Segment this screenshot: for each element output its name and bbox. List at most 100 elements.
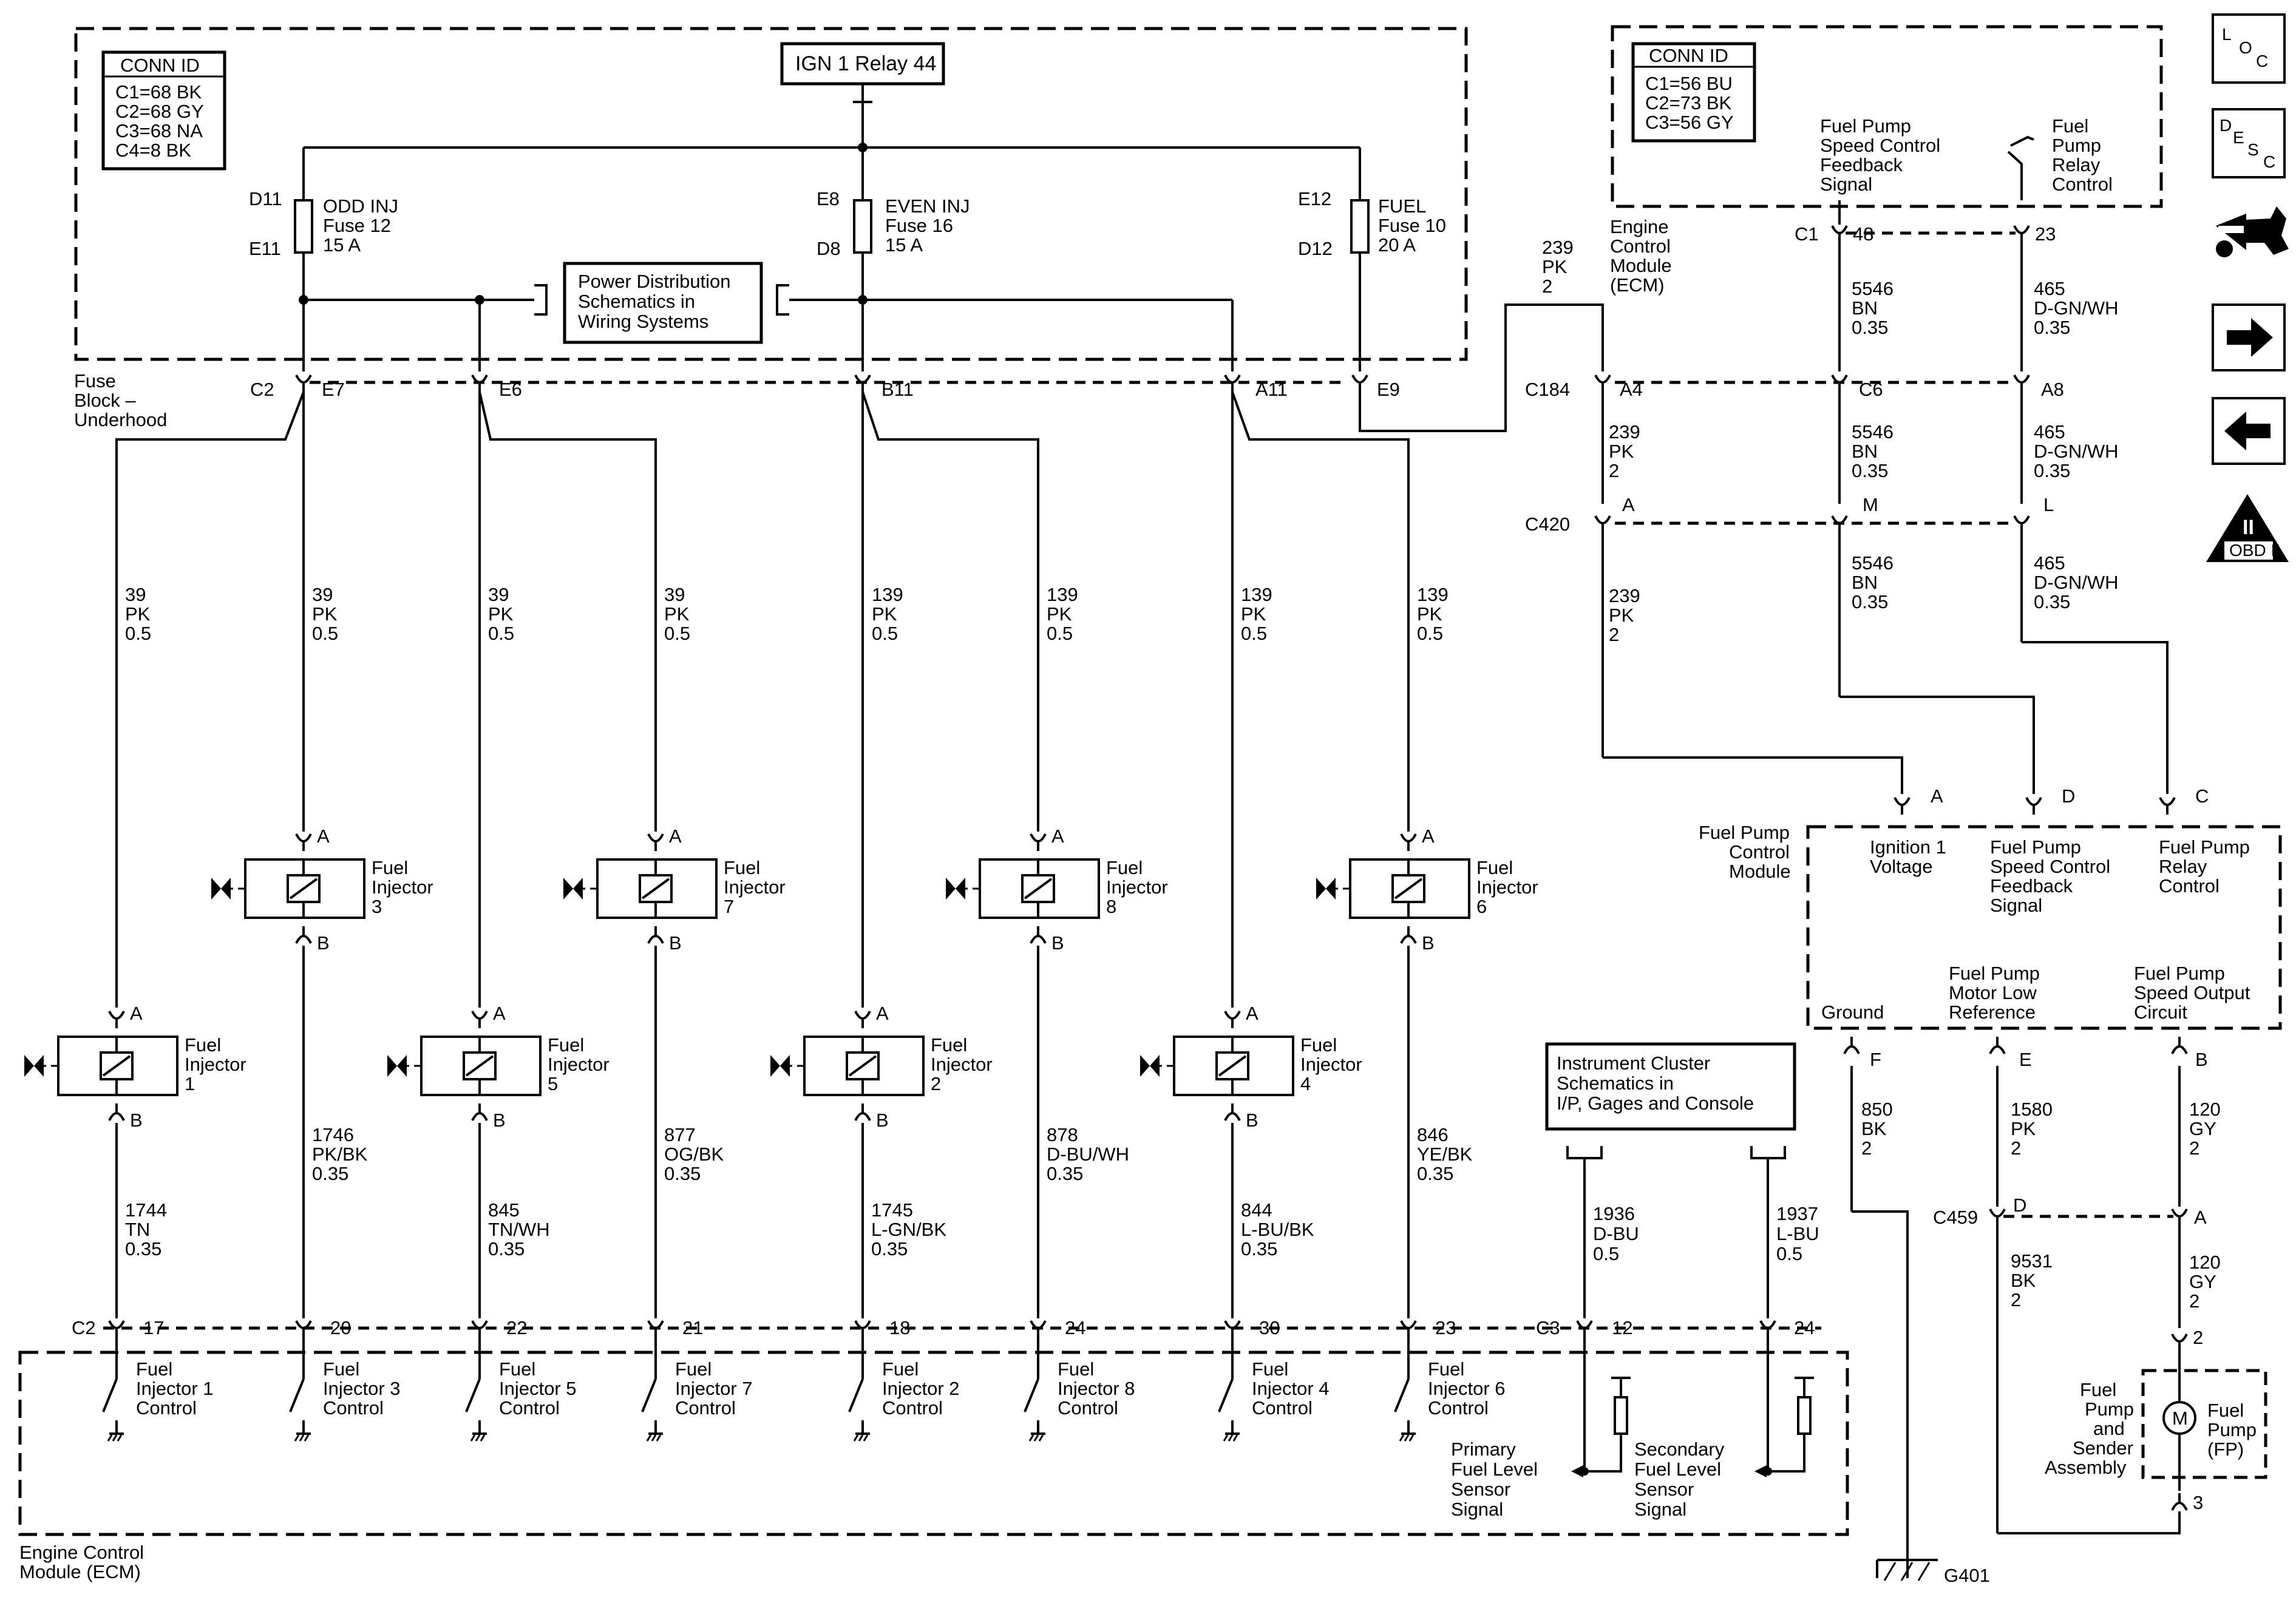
wire-gauge: 0.35 [871,1238,908,1259]
ecm-signal-label: Fuel [2052,115,2088,137]
ecm-driver-label: Injector 6 [1428,1378,1506,1399]
connector-pin [2013,225,2030,243]
next-page-button[interactable] [2212,303,2286,371]
pin-b-label: B [669,932,682,954]
pump-label: Sender [2073,1437,2133,1459]
ecm-driver-label: Control [675,1397,736,1419]
relay-label: IGN 1 Relay 44 [795,52,936,75]
wire-circuit: 5546 [1852,552,1894,574]
ecm-driver-label: Fuel [1428,1358,1464,1380]
pin-a-label: A [1422,825,1435,847]
fuse-label: 15 A [885,234,923,256]
link-text: Schematics in [578,291,695,312]
desc-button[interactable]: D E S C [2212,108,2286,178]
fuse-block-name-1: Fuse [74,370,116,392]
fuel-pump-motor[interactable]: M [2162,1401,2196,1435]
fpcm-top-label: Fuel Pump [1990,836,2081,858]
wire-color: PK [1542,256,1567,277]
fpcm-bottom-label: Speed Output [2134,982,2250,1003]
pin-a-label: A [130,1003,143,1024]
injector-label: 2 [931,1073,941,1094]
connector-name: C459 [1933,1207,1978,1228]
connector-pin [2013,515,2030,533]
wire-circuit: 465 [2034,421,2065,442]
arrow-right-icon [2227,318,2273,357]
injector-label: Injector [372,876,433,898]
fpcm-top-label: Feedback [1990,875,2073,897]
ign1-relay[interactable]: IGN 1 Relay 44 [780,42,945,86]
connector-pin [1400,1320,1417,1338]
wire-gauge: 0.35 [488,1238,525,1259]
wire-circuit: 239 [1609,421,1640,442]
injector-label: Injector [548,1054,610,1075]
sensor-label: Secondary [1634,1439,1725,1460]
wire-color: PK [872,603,897,625]
fpcm-top-label: Ignition 1 [1870,836,1946,858]
wire-gauge: 0.35 [2034,317,2070,338]
pin-a-label: A [493,1003,506,1024]
ecm-pin-label: 30 [1259,1317,1280,1338]
wire-color: BK [1861,1118,1887,1139]
link-text: Wiring Systems [578,311,708,332]
connector-pin [1224,1320,1241,1338]
link-text: I/P, Gages and Console [1557,1093,1754,1114]
sensor-label: Fuel Level [1451,1459,1538,1480]
wire-color: PK [664,603,690,625]
nav-letter: C [2256,52,2268,70]
fpcm-name: Fuel Pump [1699,822,1790,843]
ecm-driver-label: Control [136,1397,197,1419]
injector-label: Injector [1476,876,1538,898]
fuse-label: ODD INJ [323,195,398,217]
conn-id-line: C2=73 BK [1645,92,1732,114]
wire-color: PK/BK [312,1144,368,1165]
wire-color: PK [488,603,514,625]
ecm-driver-label: Control [1428,1397,1489,1419]
previous-page-button[interactable] [2212,397,2286,465]
connector-pin [1224,1011,1241,1028]
connector-pin [854,1103,871,1121]
wire-gauge: 0.5 [125,623,151,644]
pin-label: C6 [1859,379,1883,400]
power-distribution-link[interactable]: Power Distribution Schematics in Wiring … [563,262,763,344]
fuse-even-inj[interactable] [853,199,872,254]
pin-b-label: B [1051,932,1064,954]
fuse-top-pin: D11 [249,188,282,209]
connector-pin [1030,926,1047,944]
conn-id-line: C2=68 GY [115,101,204,122]
pump-label: Assembly [2045,1457,2127,1478]
ecm-pin-label: 18 [889,1317,910,1338]
wire-gauge: 0.35 [1241,1238,1277,1259]
fpcm-bottom-label: Reference [1949,1002,2036,1023]
sensor-label: Primary [1451,1439,1516,1460]
fuse-odd-inj[interactable] [294,147,313,371]
pin-label: A4 [1620,379,1643,400]
pin-label: D [2062,785,2075,807]
fpcm-bottom-label: Motor Low [1949,982,2037,1003]
component-connector-icon[interactable] [2215,200,2289,263]
ecm-name: Module [1610,255,1672,276]
loc-button[interactable]: L O C [2212,13,2286,84]
wire-color: D-GN/WH [2034,297,2118,319]
obd-ii-badge[interactable]: II OBD II [2206,494,2289,562]
injector-label: Injector [185,1054,246,1075]
wire-circuit: 1744 [125,1199,167,1221]
instrument-cluster-link[interactable]: Instrument Cluster Schematics in I/P, Ga… [1545,1042,1796,1131]
fpcm-bottom-label: Fuel Pump [2134,963,2225,984]
fuse-fuel[interactable] [1350,147,1370,371]
wire-gauge: 2 [1609,624,1619,645]
connector-pin [2171,1493,2188,1511]
fuse-block-conn-id: CONN ID C1=68 BK C2=68 GY C3=68 NA C4=8 … [101,50,226,171]
fpcm-top-label: Speed Control [1990,856,2110,877]
wire-circuit: 9531 [2011,1250,2053,1272]
fuse-label: 20 A [1378,234,1416,256]
wire-circuit: 878 [1047,1124,1078,1145]
